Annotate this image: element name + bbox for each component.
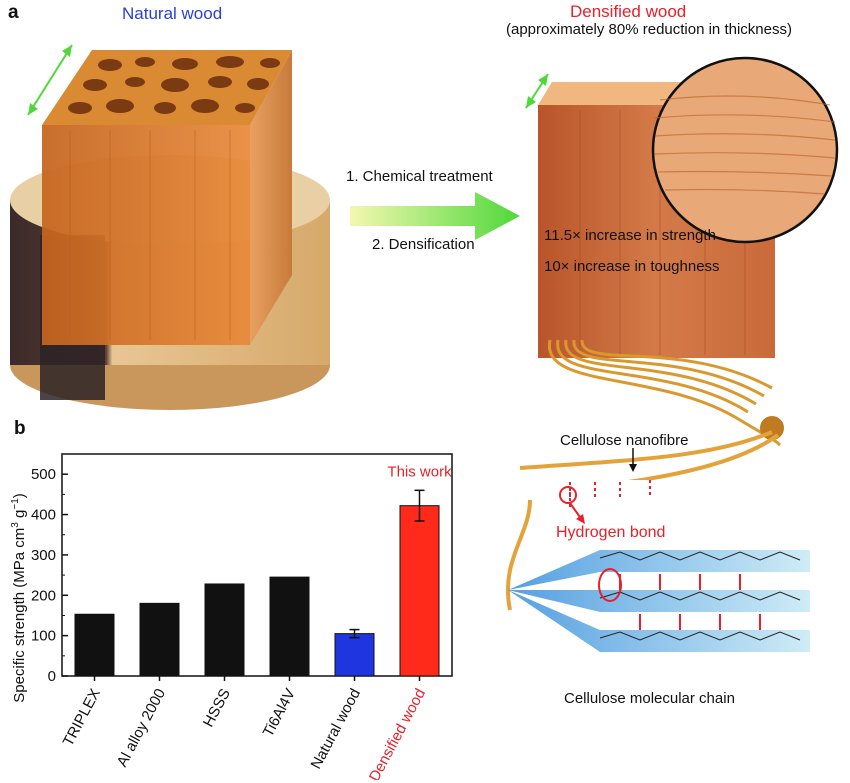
chain-ribbon-3 [508,590,810,652]
error-bars [349,489,425,639]
y-tick-label: 400 [31,507,56,524]
glucose-rings [599,551,801,641]
chain-ribbon-1 [508,550,810,590]
plot-frame [61,453,453,677]
thickness-arrow-densified [525,73,549,109]
x-tick-label: HSSS [200,686,234,730]
x-tick-label: Natural wood [308,686,365,772]
bar-triplex [74,613,115,677]
bar-densified-wood [399,505,440,677]
specific-strength-chart: Specific strength (MPa cm3 g−1) 0 100 200 3… [10,453,453,780]
densified-wood-illustration [519,56,839,480]
panel-a-label: a [8,2,19,23]
natural-wood-title: Natural wood [122,4,223,23]
bar-al-alloy-2000 [139,602,180,677]
step-densification: 2. Densification [372,236,475,253]
thickness-arrow-natural [27,44,73,116]
y-tick-label: 200 [31,587,56,604]
magnifier-fibres [654,95,836,195]
chain-ribbon-2 [508,590,810,612]
x-tick-label: Ti6Al4V [260,686,299,740]
nanofibre-strands [519,430,780,480]
bar-ti6al4v [269,576,310,677]
bar-natural-wood [334,633,375,677]
panel-b-label: b [14,418,26,439]
densified-wood-title: Densified wood [570,2,687,21]
step-chemical-treatment: 1. Chemical treatment [346,168,493,185]
process-arrow [350,192,520,240]
cellulose-diagram [506,448,810,652]
hydrogen-bond-label: Hydrogen bond [556,524,666,541]
cube-front-face [42,125,250,345]
x-tick-label: Densified wood [366,686,429,780]
densified-subtitle: (approximately 80% reduction in thicknes… [506,21,792,38]
natural-wood-illustration [10,44,330,410]
y-tick-label: 0 [48,668,56,685]
cellulose-nanofibre-label: Cellulose nanofibre [560,432,689,449]
cube-side-face [250,50,292,345]
x-tick-label: Al alloy 2000 [114,686,169,770]
cube-top-pores [68,56,280,114]
strength-note: 11.5× increase in strength [544,227,716,244]
y-ticks: 0 100 200 300 400 500 [31,466,68,685]
y-tick-label: 500 [31,466,56,483]
hbond-highlight-circle [598,568,622,602]
x-tick-label: TRIPLEX [60,686,104,749]
y-tick-label: 100 [31,628,56,645]
cellulose-molecular-chain-label: Cellulose molecular chain [564,690,735,707]
toughness-note: 10× increase in toughness [544,258,720,275]
y-axis-label: Specific strength (MPa cm3 g−1) [10,493,28,703]
fibre-to-chain [506,499,532,611]
this-work-annotation: This work [387,463,452,480]
y-tick-label: 300 [31,547,56,564]
chart-axes [61,453,453,677]
hydrogen-bond-dashes [569,480,651,510]
magnifier-circle [651,56,839,244]
bars [74,505,440,677]
hydrogen-bond-circle [559,486,577,504]
cube-grain [69,130,231,340]
bar-hsss [204,583,245,677]
